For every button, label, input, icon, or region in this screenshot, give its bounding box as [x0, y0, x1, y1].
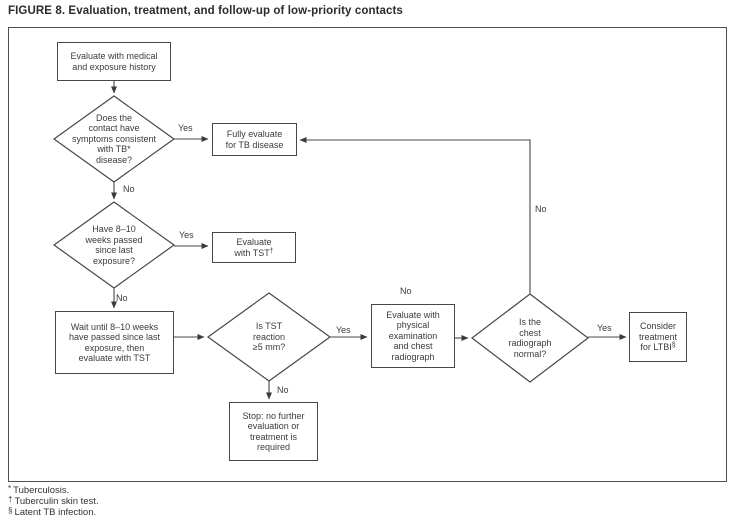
label-radiograph-no: No: [535, 204, 547, 214]
decision-symptoms: Does the contact have symptoms consisten…: [71, 112, 157, 165]
footnote-tuberculosis: *Tuberculosis.: [8, 484, 70, 497]
section-marker: §: [8, 506, 13, 515]
dagger-marker: †: [8, 495, 13, 504]
node-physical-exam: Evaluate with physical examination and c…: [371, 304, 455, 368]
label-weeks-yes: Yes: [179, 230, 194, 240]
node-consider-treatment: Consider treatment for LTBI§: [629, 312, 687, 362]
section-marker: §: [671, 342, 676, 350]
figure-title: FIGURE 8. Evaluation, treatment, and fol…: [8, 5, 403, 17]
footnotes: *Tuberculosis. †Tuberculin skin test. §L…: [8, 484, 99, 519]
node-fully-evaluate: Fully evaluate for TB disease: [212, 123, 297, 156]
label-tst-yes: Yes: [336, 325, 351, 335]
decision-radiograph-shape: [471, 293, 589, 383]
label-symptoms-no: No: [123, 184, 135, 194]
decision-weeks-shape: [52, 201, 176, 289]
label-tst-no: No: [277, 385, 289, 395]
node-stop: Stop: no further evaluation or treatment…: [229, 402, 318, 461]
node-wait-8-10-weeks: Wait until 8–10 weeks have passed since …: [55, 311, 174, 374]
footnote-latent-tb-infection: §Latent TB infection.: [8, 506, 97, 519]
label-physical-no: No: [400, 286, 412, 296]
decision-weeks: Have 8–10 weeks passed since last exposu…: [85, 224, 143, 266]
edge-radiograph-no-return: [299, 137, 531, 294]
label-radiograph-yes: Yes: [597, 323, 612, 333]
decision-tst-shape: [206, 292, 332, 382]
footnote-tuberculin-skin-test: †Tuberculin skin test.: [8, 495, 99, 508]
decision-tst-reaction: Is TST reaction ≥5 mm?: [252, 321, 286, 353]
node-evaluate-tst: Evaluate with TST†: [212, 232, 296, 263]
label-weeks-no: No: [116, 293, 128, 303]
decision-symptoms-shape: [52, 95, 176, 183]
decision-radiograph: Is the chest radiograph normal?: [508, 317, 552, 359]
label-symptoms-yes: Yes: [178, 123, 193, 133]
asterisk-marker: *: [8, 484, 12, 493]
dagger-marker: †: [269, 247, 274, 255]
node-evaluate-history: Evaluate with medical and exposure histo…: [57, 42, 171, 81]
